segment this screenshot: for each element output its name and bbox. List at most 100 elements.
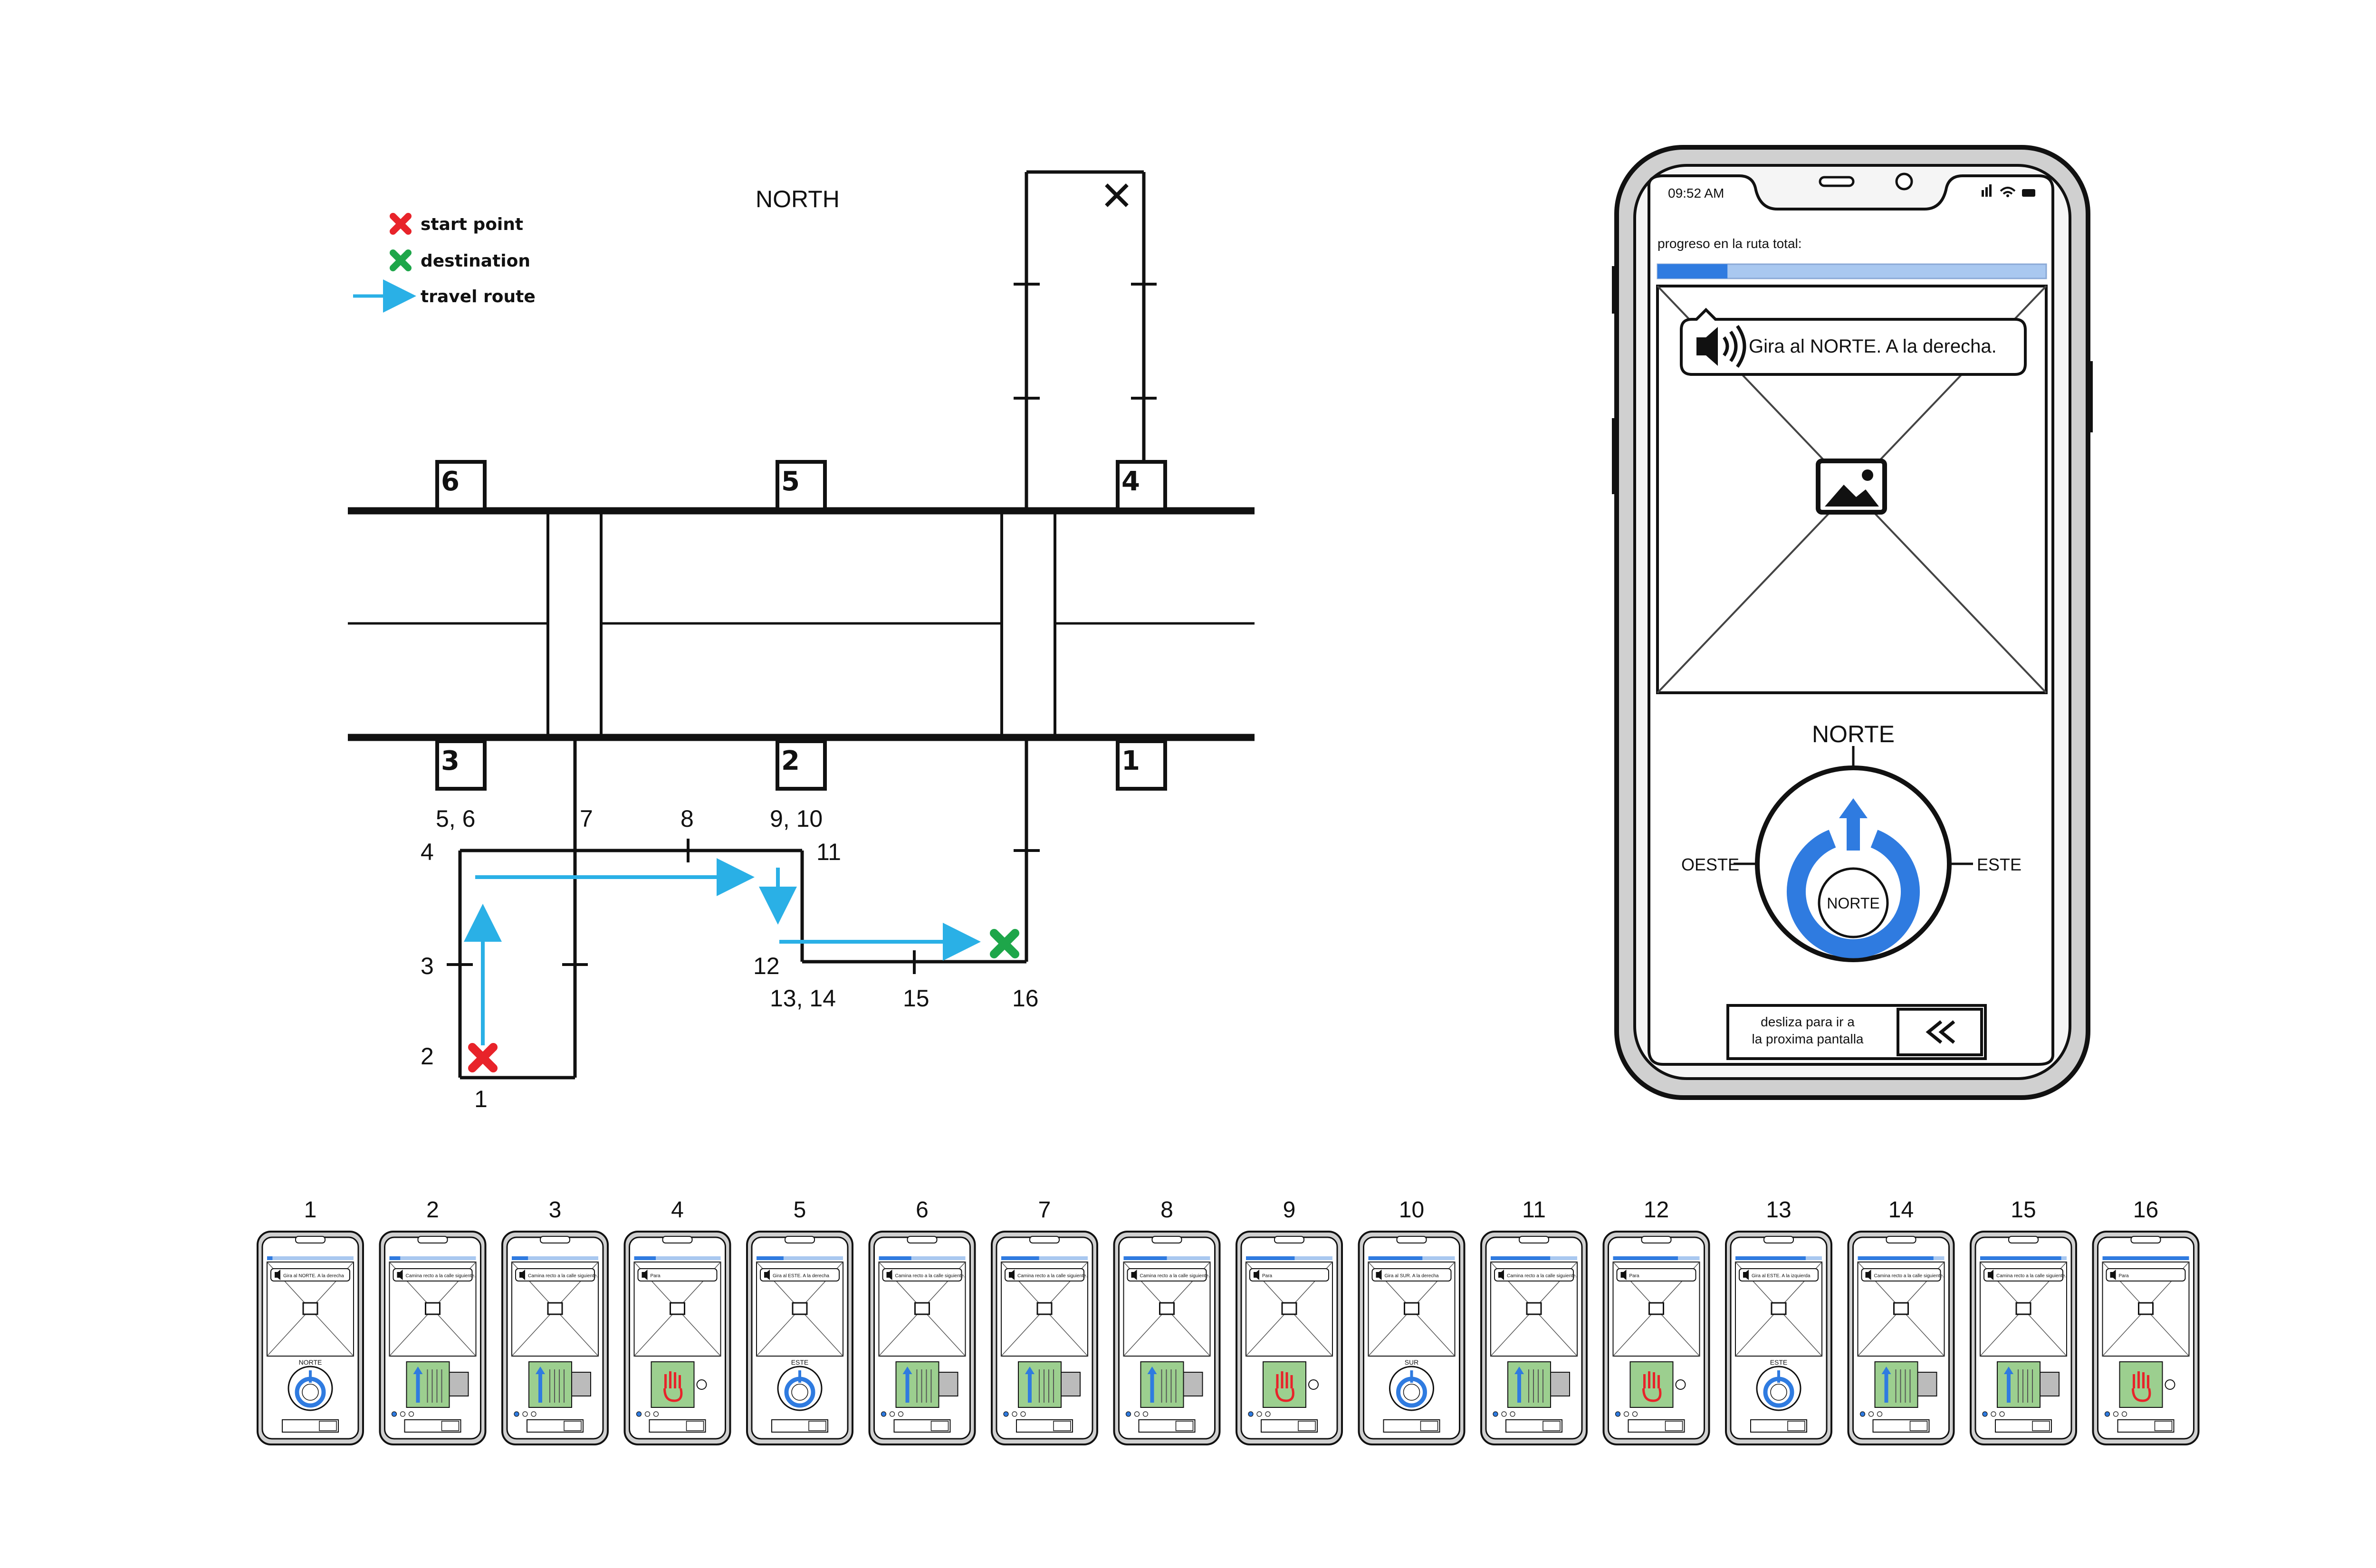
svg-text:2: 2 (781, 746, 800, 776)
thumbnail-instruction: Gira al ESTE. A la derecha (773, 1273, 829, 1279)
svg-text:3: 3 (441, 746, 460, 776)
thumbnail-instruction: Camina recto a la calle siguiente. (1874, 1273, 1944, 1279)
compass-widget: NORTE OESTE ESTE NORTE (1681, 721, 2022, 962)
thumbnail-instruction: Para (651, 1273, 661, 1279)
thumbnail-instruction: Camina recto a la calle siguiente. (1507, 1273, 1577, 1279)
compass-east-label: ESTE (1977, 855, 2022, 874)
building-3: 3 (435, 739, 487, 791)
svg-text:11: 11 (816, 839, 841, 865)
thumbnail-number: 5 (794, 1197, 806, 1223)
phone-mockup: 09:52 AM progreso en la ruta total: (1612, 145, 2093, 1100)
thumbnail-instruction: Camina recto a la calle siguiente. (528, 1273, 598, 1279)
main-road (348, 507, 1255, 741)
legend-destination-label: destination (421, 251, 530, 271)
swipe-text-line1: desliza para ir a (1761, 1014, 1855, 1029)
close-icon (1105, 183, 1129, 207)
thumbnail-instruction: Camina recto a la calle siguiente. (1140, 1273, 1210, 1279)
svg-text:1: 1 (474, 1086, 488, 1112)
swipe-text-line2: la proxima pantalla (1752, 1032, 1863, 1046)
compass-north-label: NORTE (1812, 721, 1895, 747)
building-5: 5 (776, 460, 827, 511)
svg-text:4: 4 (421, 839, 434, 865)
status-time: 09:52 AM (1668, 186, 1724, 201)
travel-route (464, 858, 981, 1045)
thumbnail-instruction: Para (1262, 1273, 1273, 1279)
route-progress-bar (1657, 263, 2047, 279)
thumbnail-instruction: Camina recto a la calle siguiente. (1996, 1273, 2066, 1279)
svg-text:7: 7 (580, 805, 593, 832)
thumbnail-number: 14 (1888, 1197, 1914, 1223)
thumbnail-number: 8 (1160, 1197, 1173, 1223)
building-1: 1 (1116, 739, 1167, 791)
lower-path (447, 737, 1040, 1080)
thumbnail-instruction: Gira al NORTE. A la derecha (283, 1273, 344, 1279)
thumbnail-number: 15 (2011, 1197, 2036, 1223)
thumbnail-number: 6 (916, 1197, 929, 1223)
thumbnail-number: 4 (671, 1197, 684, 1223)
thumbnail-number: 7 (1038, 1197, 1051, 1223)
thumbnail-compass-label: NORTE (299, 1358, 322, 1366)
thumbnail-instruction: Camina recto a la calle siguiente. (406, 1273, 476, 1279)
instruction-text: Gira al NORTE. A la derecha. (1749, 336, 1997, 357)
svg-text:3: 3 (421, 953, 434, 979)
status-icons (1982, 184, 2035, 197)
progress-label: progreso en la ruta total: (1657, 236, 1802, 251)
thumbnail-number: 13 (1766, 1197, 1791, 1223)
thumbnail-compass-label: ESTE (791, 1358, 809, 1366)
thumbnail-instruction: Gira al SUR. A la derecha (1385, 1273, 1439, 1279)
thumbnail-instruction: Camina recto a la calle siguiente. (895, 1273, 965, 1279)
destination-marker (990, 929, 1019, 958)
north-label: NORTH (756, 186, 840, 212)
legend-start-label: start point (421, 215, 523, 234)
speaker-icon (1696, 325, 1746, 368)
svg-text:5: 5 (781, 466, 800, 497)
thumbnail-instruction: Camina recto a la calle siguiente. (1017, 1273, 1087, 1279)
street-map: NORTH 6 (348, 170, 1255, 1112)
double-chevron-left-icon (1926, 1020, 1955, 1044)
svg-text:6: 6 (441, 466, 460, 497)
svg-text:1: 1 (1121, 746, 1140, 776)
red-x-icon (390, 213, 412, 235)
thumbnail-number: 12 (1644, 1197, 1669, 1223)
compass-west-label: OESTE (1681, 855, 1739, 874)
svg-text:12: 12 (753, 953, 780, 979)
thumbnail-compass-label: SUR (1405, 1358, 1419, 1366)
legend-route-label: travel route (421, 287, 536, 306)
svg-text:13, 14: 13, 14 (770, 985, 836, 1012)
svg-text:2: 2 (421, 1043, 434, 1070)
green-x-icon (390, 249, 412, 271)
thumbnail-number: 1 (304, 1197, 317, 1223)
thumbnail-number: 10 (1399, 1197, 1424, 1223)
svg-text:4: 4 (1121, 466, 1140, 497)
svg-text:15: 15 (903, 985, 929, 1012)
waypoint-labels: 5, 6 7 8 9, 10 4 11 3 12 2 1 13, 14 15 1… (421, 805, 1039, 1112)
thumbnail-number: 2 (426, 1197, 439, 1223)
thumbnail-instruction: Para (2119, 1273, 2129, 1279)
legend: start point destination travel route (353, 213, 536, 313)
thumbnail-number: 3 (549, 1197, 562, 1223)
swipe-area[interactable]: desliza para ir a la proxima pantalla (1726, 1004, 1987, 1060)
north-corridor (1014, 170, 1157, 511)
thumbnail-number: 9 (1283, 1197, 1296, 1223)
svg-text:8: 8 (680, 805, 694, 832)
thumbnail-compass-label: ESTE (1770, 1358, 1788, 1366)
building-4: 4 (1116, 460, 1167, 511)
compass-center-label: NORTE (1827, 895, 1879, 912)
thumbnail-instruction: Gira al ESTE. A la izquierda (1752, 1273, 1811, 1279)
